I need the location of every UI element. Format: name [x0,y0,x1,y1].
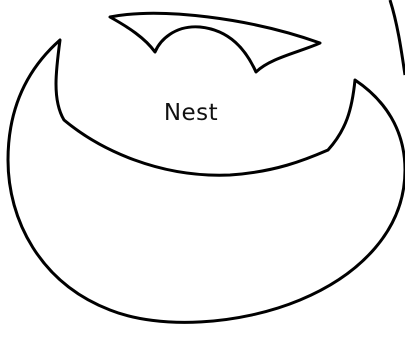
edge-line [390,0,405,75]
bowl-shape [8,40,405,322]
lid-shape [110,13,320,72]
nest-label: Nest [150,100,232,126]
